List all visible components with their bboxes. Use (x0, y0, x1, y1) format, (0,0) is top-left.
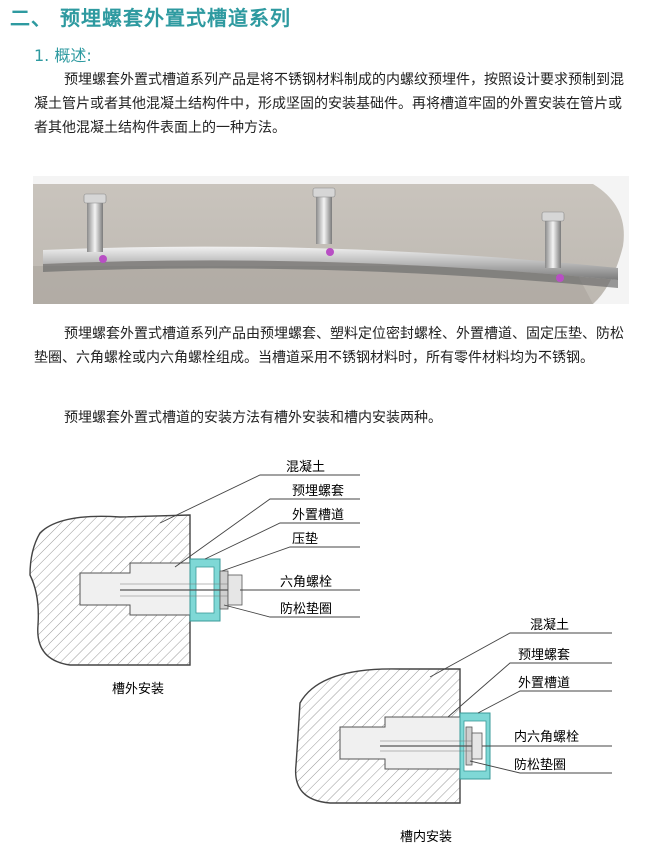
hex-bolt-head (227, 574, 243, 606)
label-sleeve: 预埋螺套 (518, 647, 570, 663)
anchor-bolt (312, 187, 336, 256)
label-channel: 外置槽道 (518, 676, 570, 691)
caption-inner: 槽内安装 (400, 829, 452, 845)
installation-diagrams: 混凝土 预埋螺套 外置槽道 压垫 六角螺栓 防松垫圈 槽外安装 混凝土 预埋螺套… (29, 459, 612, 845)
socket-bolt-head (471, 732, 483, 760)
outer-labels: 混凝土 预埋螺套 外置槽道 压垫 六角螺栓 防松垫圈 槽外安装 (112, 459, 344, 697)
channel-rail (43, 246, 618, 280)
overview-heading: 1. 概述: (34, 46, 92, 65)
label-concrete: 混凝土 (286, 459, 325, 475)
label-lock-washer: 防松垫圈 (280, 601, 332, 617)
components-paragraph: 预埋螺套外置式槽道系列产品由预埋螺套、塑料定位密封螺栓、外置槽道、固定压垫、防松… (34, 326, 624, 366)
label-channel: 外置槽道 (292, 508, 344, 523)
label-hex-bolt: 六角螺栓 (280, 575, 332, 590)
label-pad: 压垫 (292, 531, 318, 547)
anchor-bolt (541, 211, 565, 282)
outer-install-diagram (29, 474, 360, 666)
anchor-bolt (83, 193, 107, 263)
methods-paragraph: 预埋螺套外置式槽道的安装方法有槽外安装和槽内安装两种。 (64, 410, 442, 426)
label-concrete: 混凝土 (530, 617, 569, 633)
label-socket-bolt: 内六角螺栓 (514, 729, 579, 745)
intro-paragraph: 预埋螺套外置式槽道系列产品是将不锈钢材料制成的内螺纹预埋件，按照设计要求预制到混… (34, 72, 624, 136)
product-photo (33, 176, 629, 304)
caption-outer: 槽外安装 (112, 682, 164, 697)
label-sleeve: 预埋螺套 (292, 483, 344, 499)
section-title: 二、 预埋螺套外置式槽道系列 (10, 6, 291, 30)
inner-labels: 混凝土 预埋螺套 外置槽道 内六角螺栓 防松垫圈 槽内安装 (400, 617, 579, 845)
label-lock-washer: 防松垫圈 (514, 757, 566, 773)
inner-install-diagram (294, 632, 612, 804)
